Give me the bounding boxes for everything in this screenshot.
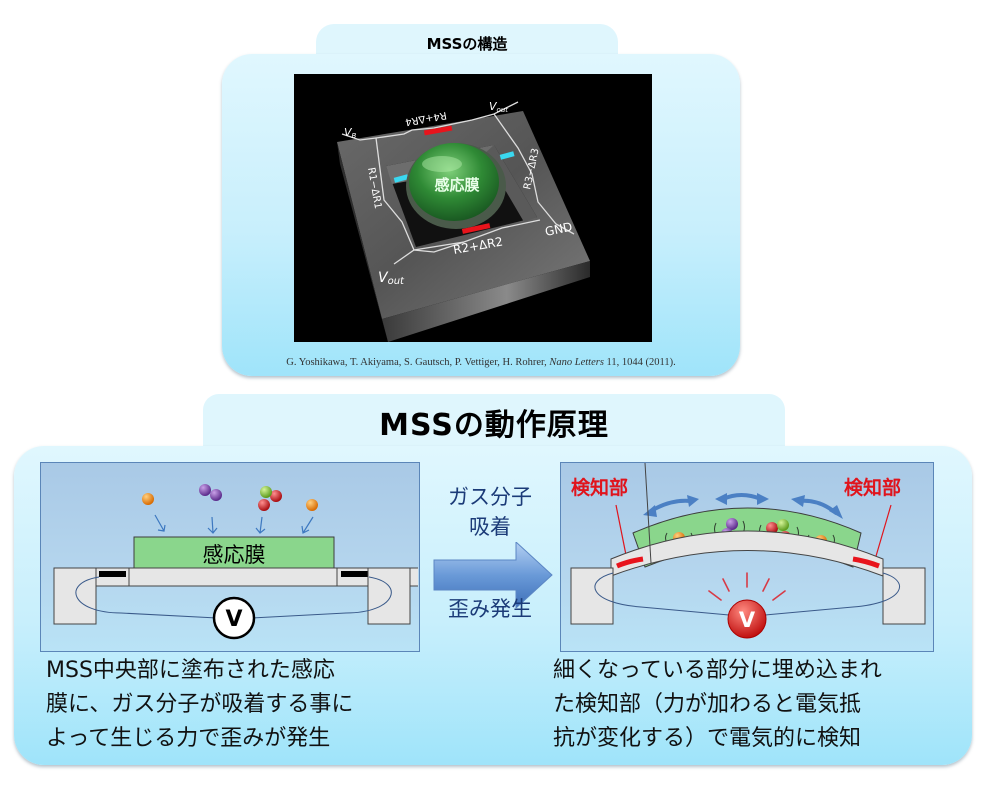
description-left: MSS中央部に塗布された感応 膜に、ガス分子が吸着する事に よって生じる力で歪み… xyxy=(46,658,354,751)
principle-title: MSSの動作原理 xyxy=(379,408,609,443)
sensor-label-left: 検知部 xyxy=(571,476,628,499)
structure-title: MSSの構造 xyxy=(426,35,508,53)
dome-membrane-label: 感応膜 xyxy=(434,176,479,194)
arrow-top-label: ガス分子 吸着 xyxy=(448,485,532,539)
membrane-label: 感応膜 xyxy=(203,543,266,567)
voltmeter-active-label: V xyxy=(739,608,756,632)
citation: G. Yoshikawa, T. Akiyama, S. Gautsch, P.… xyxy=(286,357,676,368)
voltmeter-label: V xyxy=(225,607,242,632)
sensor-label-right: 検知部 xyxy=(844,476,901,499)
adsorption-arrows xyxy=(154,514,314,534)
svg-text:Vout: Vout xyxy=(489,100,508,114)
mss-3d-render: 感応膜 VB Vout Vout GND R2+ΔR2 R4+ΔR4 R1−ΔR… xyxy=(294,74,652,342)
svg-text:GND: GND xyxy=(544,220,574,239)
before-adsorption-diagram: 感応膜 V xyxy=(40,462,422,652)
arrow-bottom-label: 歪み発生 xyxy=(448,597,532,621)
gas-molecules xyxy=(142,484,318,511)
right-arrow-icon xyxy=(432,540,554,612)
svg-text:Vout: Vout xyxy=(378,270,405,287)
principle-title-tab: MSSの動作原理 xyxy=(203,394,785,454)
description-right: 細くなっている部分に埋め込まれ た検知部（力が加わると電気抵 抗が変化する）で電… xyxy=(553,658,882,751)
svg-text:VB: VB xyxy=(344,126,357,140)
svg-text:R4+ΔR4: R4+ΔR4 xyxy=(404,109,447,127)
after-adsorption-diagram: 検知部 検知部 xyxy=(560,462,934,652)
